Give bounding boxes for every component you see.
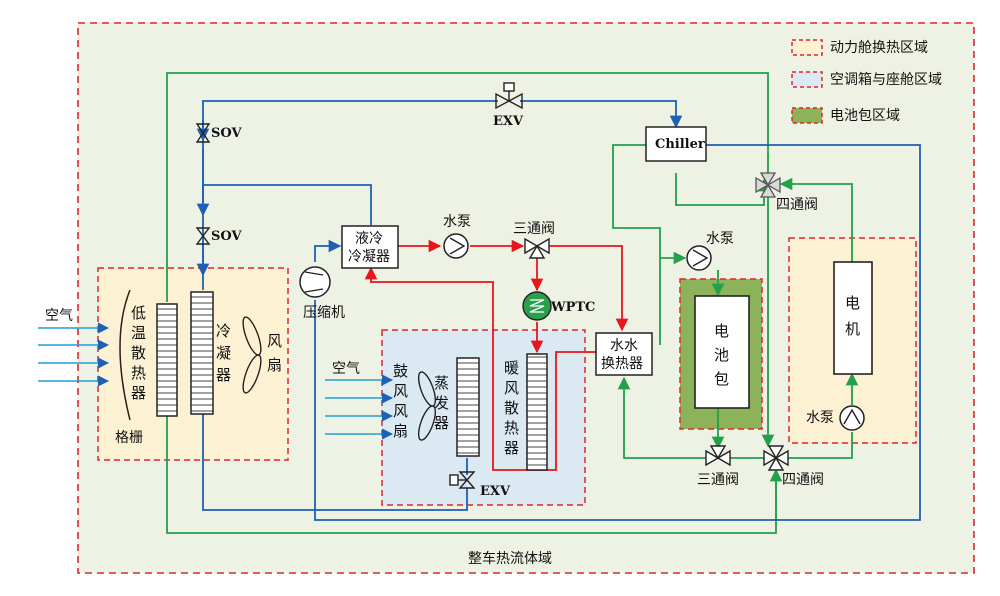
chiller-box (645, 126, 707, 162)
four-way-valve-bottom-icon (763, 445, 789, 471)
heating-lines (364, 239, 629, 471)
svg-text:器: 器 (504, 439, 519, 457)
exv-top-label: EXV (493, 114, 524, 129)
air-left-label: 空气 (45, 308, 73, 324)
svg-text:电: 电 (714, 322, 729, 340)
sov-valve-bottom-icon (195, 227, 211, 245)
motor-label: 电 机 (845, 294, 860, 338)
svg-text:扇: 扇 (267, 356, 282, 374)
grille-label: 格栅 (115, 430, 143, 446)
legend-label-hvac: 空调箱与座舱区域 (830, 72, 942, 88)
svg-text:机: 机 (845, 320, 860, 338)
compressor-icon (299, 266, 331, 298)
wptc-label: WPTC (550, 300, 595, 315)
battery-pack-label: 电 池 包 (714, 322, 729, 388)
exv-top-icon (495, 82, 523, 110)
svg-text:蒸: 蒸 (434, 374, 449, 392)
legend: 动力舱换热区域 空调箱与座舱区域 电池包区域 (791, 39, 942, 124)
front-fan-icon (242, 316, 262, 394)
heater-core (526, 353, 548, 471)
water-hx-label-1: 水水 (610, 338, 638, 354)
exv-bottom-icon (449, 471, 476, 489)
liquid-condenser-label-1: 液冷 (355, 231, 383, 247)
legend-label-powertrain: 动力舱换热区域 (830, 39, 928, 56)
three-way-valve-bottom-icon (705, 445, 731, 467)
chiller-label: Chiller (655, 137, 705, 152)
water-pump-motor-icon (839, 405, 865, 431)
svg-text:热: 热 (131, 364, 146, 382)
svg-text:风: 风 (267, 332, 282, 350)
svg-text:器: 器 (434, 414, 449, 432)
svg-text:暖: 暖 (504, 359, 519, 377)
air-hvac-label: 空气 (332, 361, 360, 377)
water-pump-top-icon (443, 233, 469, 259)
fan-label: 风 扇 (267, 332, 282, 374)
refrigerant-lines (196, 100, 921, 521)
legend-label-battery: 电池包区域 (830, 108, 900, 124)
exv-bottom-label: EXV (480, 484, 511, 499)
svg-text:凝: 凝 (216, 344, 231, 362)
svg-text:发: 发 (434, 394, 449, 412)
svg-text:器: 器 (131, 384, 146, 402)
hvac-zone (381, 329, 586, 506)
four-way-top-label: 四通阀 (776, 197, 818, 213)
grille-curve (119, 289, 131, 421)
three-way-bottom-label: 三通阀 (697, 472, 739, 488)
low-temp-radiator (156, 303, 178, 417)
svg-text:风: 风 (393, 382, 408, 400)
legend-swatch-powertrain (791, 39, 823, 56)
svg-text:电: 电 (845, 294, 860, 312)
svg-text:冷: 冷 (216, 322, 231, 340)
liquid-condenser-box (341, 225, 399, 269)
svg-text:热: 热 (504, 419, 519, 437)
heater-core-label: 暖 风 散 热 器 (504, 359, 519, 457)
liquid-condenser-label-2: 冷凝器 (348, 249, 390, 265)
svg-text:散: 散 (131, 344, 146, 362)
three-way-top-label: 三通阀 (513, 221, 555, 237)
battery-pack-box (694, 295, 750, 409)
air-inlet-arrows (38, 322, 110, 387)
svg-text:器: 器 (216, 366, 231, 384)
sov-top-label: SOV (211, 126, 242, 141)
condenser (190, 291, 214, 415)
hvac-air-arrows (325, 374, 394, 440)
sov-valve-top-icon (195, 123, 211, 143)
water-pump-motor-label: 水泵 (806, 410, 834, 426)
vehicle-domain-label: 整车热流体域 (468, 550, 552, 567)
blower-label: 鼓 风 风 扇 (393, 362, 408, 440)
coolant-lines (166, 72, 859, 534)
blower-fan-icon (417, 371, 437, 441)
water-water-hx-box (595, 332, 653, 376)
sov-bottom-label: SOV (211, 229, 242, 244)
condenser-label: 冷 凝 器 (216, 322, 231, 384)
four-way-bottom-label: 四通阀 (782, 472, 824, 488)
water-pump-top-label: 水泵 (443, 214, 471, 230)
svg-text:温: 温 (131, 324, 146, 342)
wptc-heater-icon (522, 291, 552, 321)
svg-text:散: 散 (504, 399, 519, 417)
legend-swatch-battery (791, 107, 823, 124)
svg-text:低: 低 (131, 304, 146, 322)
svg-text:池: 池 (714, 346, 729, 364)
svg-text:扇: 扇 (393, 422, 408, 440)
four-way-valve-top-icon (755, 172, 781, 198)
water-pump-battery-icon (686, 245, 712, 271)
evaporator (456, 357, 480, 457)
motor-box (833, 261, 873, 375)
water-hx-label-2: 换热器 (601, 355, 643, 372)
legend-swatch-hvac (791, 71, 823, 88)
low-temp-radiator-label: 低 温 散 热 器 (131, 304, 146, 402)
three-way-valve-top-icon (524, 237, 550, 259)
evaporator-label: 蒸 发 器 (434, 374, 449, 432)
compressor-label: 压缩机 (303, 305, 345, 321)
svg-text:风: 风 (504, 379, 519, 397)
svg-text:鼓: 鼓 (393, 362, 408, 380)
water-pump-battery-label: 水泵 (706, 231, 734, 247)
svg-text:包: 包 (714, 370, 729, 388)
svg-text:风: 风 (393, 402, 408, 420)
